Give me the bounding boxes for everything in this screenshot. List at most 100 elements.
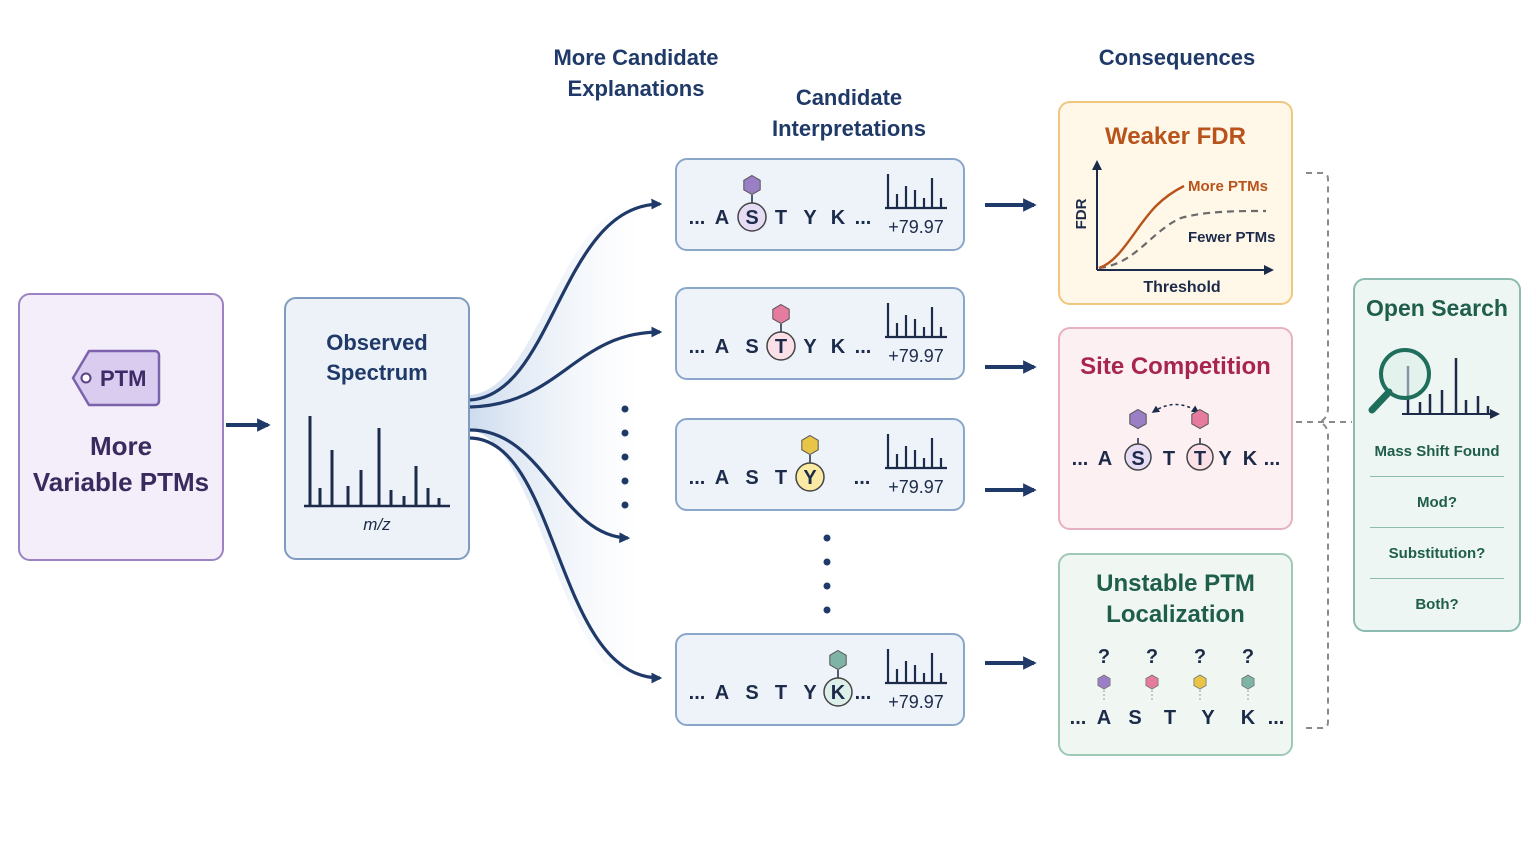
unstable-residue-Y: Y	[1201, 707, 1215, 729]
candidate-4-residue-S: S	[745, 682, 758, 704]
weaker-fdr-title: Weaker FDR	[1105, 123, 1246, 150]
site-residue-circle	[1124, 443, 1152, 471]
candidate-3-residue-A: A	[715, 467, 729, 489]
candidate-1-leading-ellipsis: ...	[689, 207, 706, 229]
site-residue-circle	[1186, 443, 1214, 471]
candidate-box-3	[675, 418, 965, 511]
candidate-1-residue-S: S	[745, 207, 758, 229]
observed-spectrum-title: Observed Spectrum	[284, 328, 470, 388]
unstable-title-line2: Localization	[1106, 601, 1245, 628]
candidate-3-residue-T: T	[775, 467, 787, 489]
site-residue-T: T	[1163, 448, 1175, 470]
site-leading-ellipsis: ...	[1072, 448, 1089, 470]
candidate-interpretations-heading-line1: Candidate	[795, 85, 903, 110]
unstable-residue-A: A	[1097, 707, 1111, 729]
ptm-tag-label: PTM	[100, 366, 147, 391]
observed-spectrum-plot	[304, 416, 450, 508]
ptm-hexagon-icon	[801, 434, 819, 456]
candidate-interpretations-heading-line2: Interpretations	[771, 116, 927, 141]
more-ptms-label: More PTMs	[1188, 178, 1268, 195]
ptm-title-line1: More	[89, 431, 153, 461]
candidate-1-mass-shift: +79.97	[888, 217, 944, 237]
open-search-title: Open Search	[1366, 295, 1508, 321]
candidate-3-mini-spectrum	[885, 434, 947, 470]
candidate-2-trailing-ellipsis: ...	[855, 336, 872, 358]
unstable-ptm-box	[1058, 553, 1293, 756]
site-residue-S: S	[1131, 448, 1144, 470]
candidate-3-residue-S: S	[745, 467, 758, 489]
open-search-item-both: Both?	[1415, 596, 1459, 613]
candidate-1-mini-spectrum	[885, 174, 947, 210]
candidate-2-residue-T: T	[775, 336, 787, 358]
candidate-1-residue-K: K	[831, 207, 846, 229]
ptm-hexagon-icon	[1193, 674, 1207, 690]
unstable-question-mark: ?	[1146, 646, 1158, 668]
site-competition-title: Site Competition	[1080, 353, 1271, 380]
candidate-1-residue-T: T	[775, 207, 787, 229]
ptm-hexagon-icon	[829, 649, 847, 671]
candidate-box-4	[675, 633, 965, 726]
open-search-item-mass-shift: Mass Shift Found	[1370, 438, 1504, 477]
spectrum-axis-label: m/z	[363, 515, 391, 534]
modified-residue-circle	[766, 331, 796, 361]
ptm-hexagon-icon	[1145, 674, 1159, 690]
candidate-1-residue-A: A	[715, 207, 729, 229]
candidate-2-mini-spectrum	[885, 303, 947, 339]
candidate-4-mini-spectrum	[885, 649, 947, 685]
candidate-3-trailing-ellipsis: ...	[854, 467, 871, 489]
modified-residue-circle	[795, 462, 825, 492]
unstable-trailing-ellipsis: ...	[1268, 707, 1285, 729]
more-candidates-heading-line2: Explanations	[567, 76, 705, 101]
spectrum-title-line1: Observed	[326, 330, 428, 355]
candidate-3-leading-ellipsis: ...	[689, 467, 706, 489]
open-search-list: Mass Shift Found Mod? Substitution? Both…	[1370, 438, 1504, 629]
ptm-hexagon-icon	[772, 303, 790, 325]
candidate-2-mass-shift: +79.97	[888, 346, 944, 366]
candidate-4-trailing-ellipsis: ...	[855, 682, 872, 704]
candidate-2-leading-ellipsis: ...	[689, 336, 706, 358]
site-trailing-ellipsis: ...	[1264, 448, 1281, 470]
ptm-hexagon-icon	[1097, 674, 1111, 690]
more-candidates-heading-line1: More Candidate	[553, 45, 719, 70]
observed-spectrum-box	[284, 297, 470, 560]
unstable-ptm-title: Unstable PTM Localization	[1058, 568, 1293, 630]
unstable-residue-K: K	[1241, 707, 1256, 729]
ellipsis-dots	[621, 405, 831, 614]
open-search-item-mod: Mod?	[1370, 477, 1504, 528]
unstable-residue-S: S	[1128, 707, 1141, 729]
unstable-residue-T: T	[1164, 707, 1176, 729]
candidate-2-residue-A: A	[715, 336, 729, 358]
site-residue-Y: Y	[1218, 448, 1232, 470]
ptm-title-line2: Variable PTMs	[32, 467, 210, 497]
candidate-2-residue-S: S	[745, 336, 758, 358]
spectrum-title-line2: Spectrum	[326, 360, 428, 385]
ptm-hexagon-icon	[1191, 408, 1209, 430]
more-candidates-heading: More Candidate Explanations	[516, 42, 756, 104]
candidate-4-residue-Y: Y	[803, 682, 817, 704]
candidate-2-residue-K: K	[831, 336, 846, 358]
candidate-1-trailing-ellipsis: ...	[855, 207, 872, 229]
site-competition-box	[1058, 327, 1293, 530]
more-variable-ptms-title: More Variable PTMs	[18, 428, 224, 500]
candidate-4-residue-K: K	[831, 682, 846, 704]
fdr-chart: FDR Threshold More PTMs Fewer PTMs	[1073, 160, 1276, 296]
candidate-4-residue-T: T	[775, 682, 787, 704]
unstable-leading-ellipsis: ...	[1070, 707, 1087, 729]
open-search-box	[1353, 278, 1521, 632]
fdr-ylabel: FDR	[1073, 198, 1090, 229]
candidate-box-2	[675, 287, 965, 380]
candidate-3-residue-Y: Y	[803, 467, 817, 489]
magnifier-spectrum-icon	[1368, 348, 1500, 419]
consequences-heading: Consequences	[1098, 45, 1256, 70]
candidate-3-mass-shift: +79.97	[888, 477, 944, 497]
modified-residue-circle	[823, 677, 853, 707]
